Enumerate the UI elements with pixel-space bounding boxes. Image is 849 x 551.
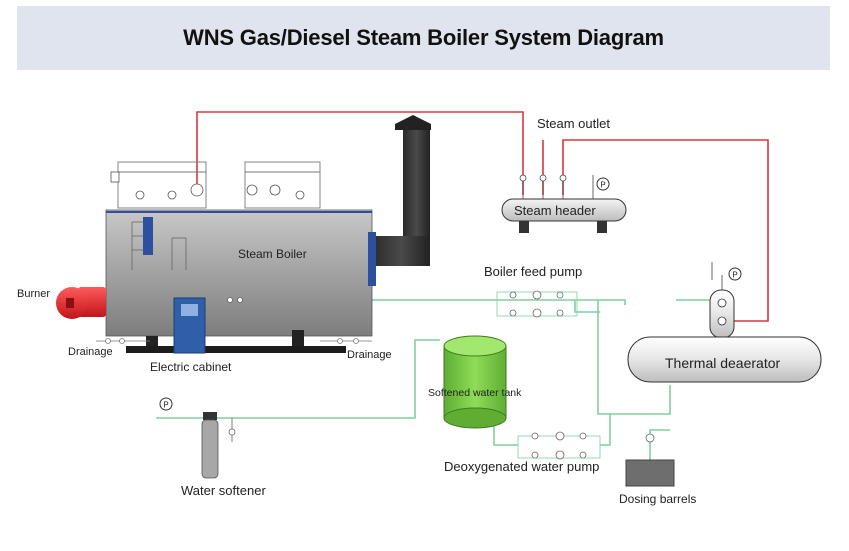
boiler-top-fittings: [110, 171, 305, 200]
pressure-gauge-icon: P: [596, 177, 610, 191]
label-drainage-left: Drainage: [68, 346, 113, 358]
softened-water-tank: [443, 335, 507, 429]
label-steam-header: Steam header: [514, 203, 596, 218]
steam-outlet-line-2: [562, 139, 769, 322]
softener-to-tank-line: [156, 339, 440, 419]
drainage-valves: [96, 338, 372, 344]
chimney-stack: [372, 115, 431, 266]
label-electric-cabinet: Electric cabinet: [150, 360, 232, 374]
label-thermal-deaerator: Thermal deaerator: [665, 355, 781, 371]
svg-text:P: P: [163, 401, 168, 410]
boiler-feed-pump: [227, 290, 578, 318]
deaerator-to-feed-line: [600, 299, 626, 305]
feed-pump-outlet-line: [574, 300, 600, 313]
deoxygenated-water-pump: [517, 431, 601, 460]
steam-boiler: [105, 161, 376, 353]
svg-text:P: P: [732, 271, 737, 280]
diagram-title: WNS Gas/Diesel Steam Boiler System Diagr…: [183, 25, 664, 50]
softener-gauge-icon: P: [159, 397, 173, 411]
burner: [56, 287, 106, 319]
steam-header: P: [501, 174, 627, 233]
label-water-softener: Water softener: [181, 483, 266, 498]
label-drainage-right: Drainage: [347, 349, 392, 361]
deaerator-gauge-icon: P: [728, 267, 742, 281]
water-level-gauge: [131, 217, 187, 270]
label-softened-water-tank: Softened water tank: [428, 387, 522, 399]
tank-to-pump-line: [493, 418, 518, 446]
svg-text:P: P: [600, 181, 605, 190]
label-deoxygenated-water-pump: Deoxygenated water pump: [444, 459, 599, 474]
steam-main-line: [196, 111, 524, 195]
water-softener: P: [159, 397, 236, 479]
title-banner: WNS Gas/Diesel Steam Boiler System Diagr…: [17, 6, 830, 70]
label-dosing-barrels: Dosing barrels: [619, 492, 696, 506]
label-steam-boiler: Steam Boiler: [238, 247, 307, 261]
label-boiler-feed-pump: Boiler feed pump: [484, 264, 582, 279]
label-burner: Burner: [17, 288, 50, 300]
label-steam-outlet: Steam outlet: [537, 116, 610, 131]
water-pipes: [156, 262, 712, 460]
dosing-line: [649, 429, 670, 460]
dosing-barrels: [625, 433, 675, 487]
electric-cabinet: [173, 297, 206, 354]
pump-to-deaerator-line: [600, 385, 671, 446]
thermal-deaerator: P: [627, 262, 822, 383]
feed-return-line: [597, 300, 612, 415]
header-valve: [519, 174, 594, 199]
